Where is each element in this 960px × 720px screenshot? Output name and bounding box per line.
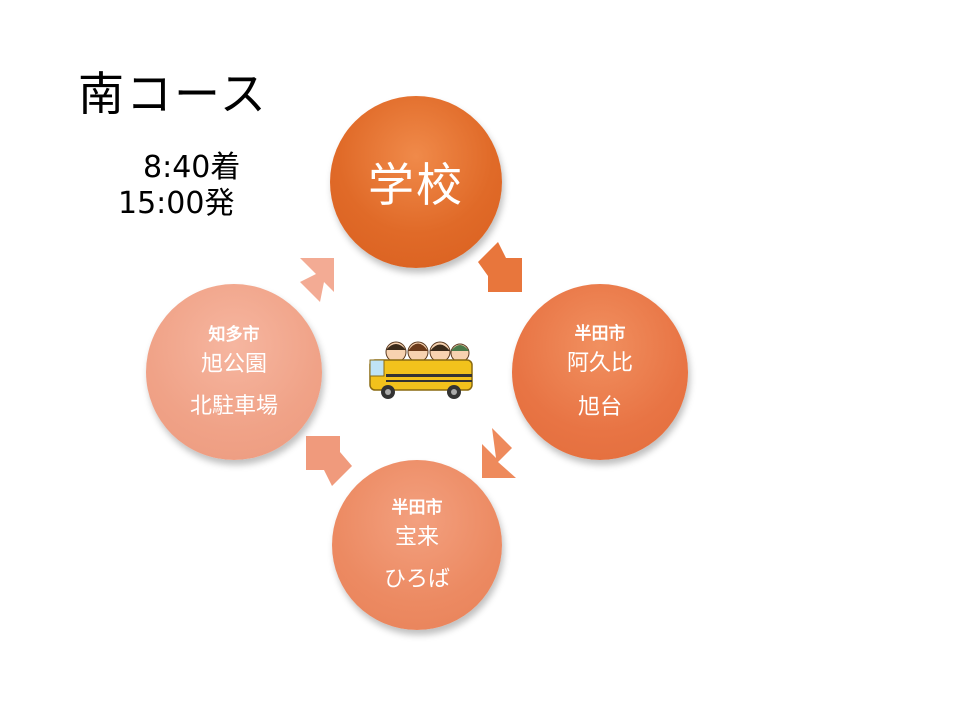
page-title: 南コース [78,67,268,121]
east-city: 半田市 [574,323,626,344]
east-line1: 阿久比 [566,350,633,376]
south-city: 半田市 [391,497,443,518]
departure-time: 15:00発 [118,186,235,221]
school-label: 学校 [368,158,464,212]
west-line2: 北駐車場 [189,393,278,419]
west-line1: 旭公園 [200,351,267,377]
arrow-east-to-south-shape [482,428,516,478]
west-city: 知多市 [208,324,260,345]
node-school: 学校 [330,96,502,268]
arrival-time: 8:40着 [143,150,241,185]
school-bus-icon [369,341,473,399]
arrow-school-to-east [478,242,522,292]
east-line2: 旭台 [577,394,622,420]
node-asahi-park: 知多市 旭公園 北駐車場 [146,284,322,460]
node-horai-hiroba: 半田市 宝来 ひろば [332,460,502,630]
south-line2: ひろば [383,566,450,592]
arrow-west-to-school [300,258,334,302]
south-line1: 宝来 [394,524,439,550]
node-akuhi-asahidai: 半田市 阿久比 旭台 [512,284,688,460]
arrow-south-to-west [306,436,352,486]
